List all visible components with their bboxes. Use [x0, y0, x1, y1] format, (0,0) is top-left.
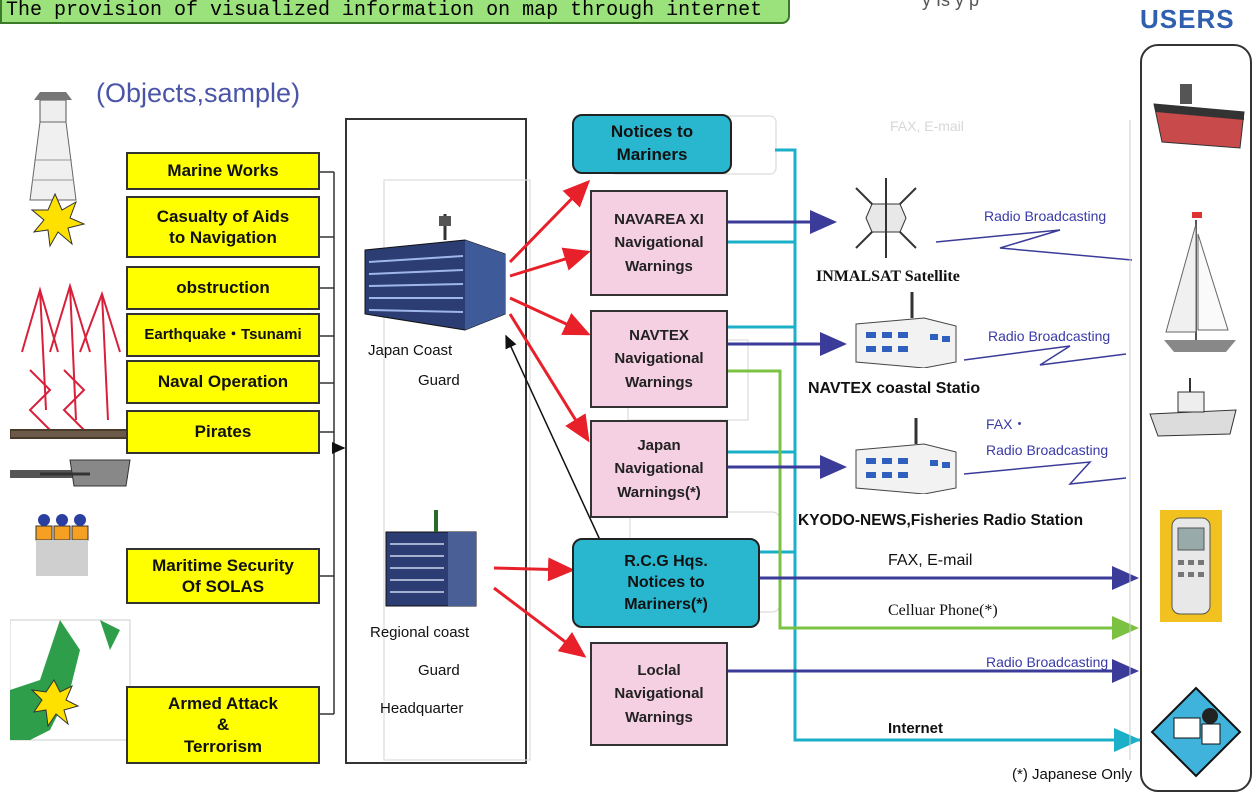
navtex-warnings-box: NAVTEX Navigational Warnings	[590, 310, 728, 408]
japan-line3: Warnings(*)	[617, 483, 701, 501]
objects-title: (Objects,sample)	[96, 78, 301, 108]
navtex-station-icon	[855, 292, 957, 368]
security-crew-icon	[10, 459, 131, 576]
local-line2: Navigational	[614, 685, 704, 703]
users-icons	[1149, 84, 1245, 778]
users-title: USERS	[1140, 4, 1235, 34]
inmarsat-label: INMALSAT Satellite	[816, 268, 960, 285]
cutoff-text: y Is y p	[922, 0, 980, 10]
fax-star-label: FAX・	[986, 416, 1027, 432]
tanker-ship-icon	[1153, 84, 1245, 149]
fax-email-label: FAX, E-mail	[888, 552, 973, 569]
fishing-boat-icon	[1149, 378, 1237, 437]
title-banner: The provision of visualized information …	[0, 0, 790, 24]
internet-label: Internet	[888, 720, 944, 737]
notices-line2: Mariners	[616, 145, 688, 164]
rcg-notices-box: R.C.G Hqs. Notices to Mariners(*)	[572, 538, 760, 628]
navarea-line3: Warnings	[625, 257, 693, 275]
navarea-warnings-box: NAVAREA XI Navigational Warnings	[590, 190, 728, 296]
coast-guard-panel	[345, 118, 527, 764]
lighthouse-icon	[29, 92, 86, 248]
rcg-label-3: Headquarter	[380, 700, 464, 717]
sailboat-icon	[1164, 212, 1236, 352]
internet-user-icon	[1150, 686, 1242, 778]
local-warnings-box: Loclal Navigational Warnings	[590, 642, 728, 746]
cellphone-label: Celluar Phone(*)	[888, 602, 998, 619]
jcg-label-2: Guard	[418, 372, 460, 389]
armed-attack-line1: Armed Attack	[168, 694, 278, 714]
object-marine-works: Marine Works	[126, 152, 320, 190]
rcg-notices-line3: Mariners(*)	[624, 595, 708, 613]
armed-attack-line3: Terrorism	[183, 736, 263, 756]
object-casualty-aids: Casualty of Aids to Navigation	[126, 196, 320, 258]
objects-illustrations	[10, 92, 131, 741]
fax-email-top-label: FAX, E-mail	[890, 118, 964, 134]
notices-to-mariners-box: Notices to Mariners	[572, 114, 732, 174]
navtex-line1: NAVTEX	[629, 327, 689, 345]
radio-broadcasting-2: Radio Broadcasting	[988, 328, 1111, 344]
cellphone-icon	[1160, 510, 1222, 622]
navarea-line2: Navigational	[614, 234, 704, 252]
local-line3: Warnings	[625, 708, 693, 726]
object-earthquake-tsunami: Earthquake・Tsunami	[126, 313, 320, 357]
japan-line1: Japan	[637, 437, 681, 455]
navtex-station-label: NAVTEX coastal Statio	[808, 380, 981, 397]
japan-warnings-box: Japan Navigational Warnings(*)	[590, 420, 728, 518]
jcg-building-icon	[364, 214, 506, 331]
satellite-icon	[855, 178, 917, 258]
rcg-notices-line2: Notices to	[627, 574, 705, 592]
rcg-notices-line1: R.C.G Hqs.	[624, 552, 708, 570]
rcg-label-1: Regional coast	[370, 624, 470, 641]
flow-lines	[318, 115, 1141, 761]
armed-attack-line2: &	[216, 715, 230, 735]
navtex-line2: Navigational	[614, 350, 704, 368]
jcg-label-1: Japan Coast	[368, 342, 453, 359]
japan-line2: Navigational	[614, 460, 704, 478]
local-line1: Loclal	[637, 662, 681, 680]
object-pirates: Pirates	[126, 410, 320, 454]
object-armed-attack: Armed Attack & Terrorism	[126, 686, 320, 764]
kyodo-station-label: KYODO-NEWS,Fisheries Radio Station	[798, 512, 1084, 529]
users-panel	[1140, 44, 1252, 792]
radio-broadcasting-4: Radio Broadcasting	[986, 654, 1109, 670]
kyodo-station-icon	[855, 418, 957, 494]
navtex-line3: Warnings	[625, 373, 693, 391]
notices-line1: Notices to	[610, 122, 694, 142]
footnote: (*) Japanese Only	[1012, 766, 1133, 783]
object-maritime-security: Maritime Security Of SOLAS	[126, 548, 320, 604]
object-obstruction: obstruction	[126, 266, 320, 310]
radio-broadcasting-1: Radio Broadcasting	[984, 208, 1107, 224]
japan-map-icon	[10, 619, 131, 741]
crane-icon	[10, 282, 131, 439]
rcg-building-icon	[385, 510, 477, 607]
radio-broadcasting-3: Radio Broadcasting	[986, 442, 1109, 458]
object-naval-operation: Naval Operation	[126, 360, 320, 404]
navarea-line1: NAVAREA XI	[614, 211, 704, 229]
rcg-label-2: Guard	[418, 662, 460, 679]
